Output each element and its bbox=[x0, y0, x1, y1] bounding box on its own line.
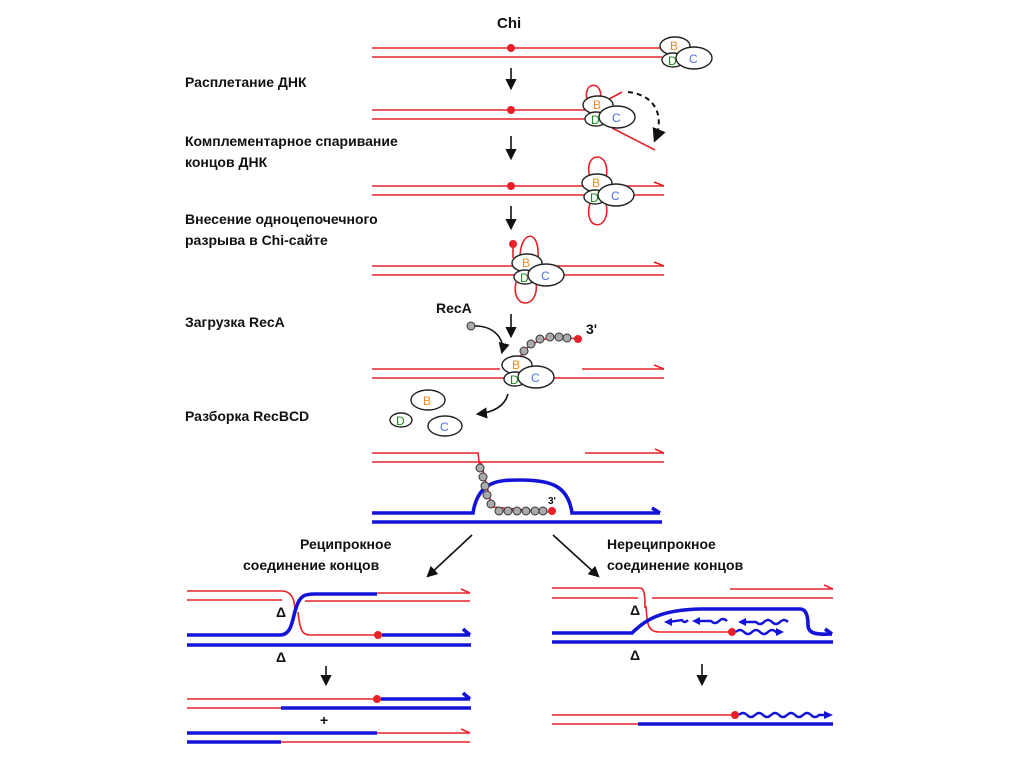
step-label-annealing-1: Комплементарное спаривание bbox=[185, 133, 398, 149]
step-2-dna: B D C bbox=[372, 156, 665, 226]
svg-text:C: C bbox=[611, 189, 620, 203]
svg-text:D: D bbox=[520, 271, 529, 285]
chi-site-dot bbox=[507, 44, 515, 52]
svg-text:C: C bbox=[689, 52, 698, 66]
step-label-unwinding: Расплетание ДНК bbox=[185, 74, 307, 90]
svg-text:D: D bbox=[590, 191, 599, 205]
svg-text:Δ: Δ bbox=[276, 649, 286, 665]
reca-label: RecA bbox=[436, 300, 472, 316]
svg-text:Δ: Δ bbox=[276, 604, 286, 620]
step-label-nicking-2: разрыва в Chi-сайте bbox=[185, 232, 328, 248]
svg-text:B: B bbox=[522, 256, 530, 270]
step-3-dna: B D C bbox=[372, 235, 665, 304]
svg-text:Δ: Δ bbox=[630, 602, 640, 618]
step-label-annealing-2: концов ДНК bbox=[185, 154, 268, 170]
svg-text:D: D bbox=[510, 373, 519, 387]
svg-text:C: C bbox=[612, 111, 621, 125]
svg-text:B: B bbox=[593, 98, 601, 112]
recbcd-enzyme: B D C bbox=[659, 36, 713, 70]
step-label-nicking-1: Внесение одноцепочечного bbox=[185, 211, 378, 227]
reca-monomer bbox=[466, 321, 476, 331]
svg-text:B: B bbox=[512, 358, 520, 372]
svg-text:D: D bbox=[396, 414, 405, 428]
strand-invasion: 3' bbox=[372, 448, 665, 524]
reciprocal-product-intermediate: Δ Δ bbox=[187, 588, 472, 665]
svg-text:D: D bbox=[668, 54, 677, 68]
nonreciprocal-product bbox=[552, 711, 833, 726]
svg-text:3': 3' bbox=[548, 496, 556, 507]
svg-text:C: C bbox=[440, 420, 449, 434]
reciprocal-label-1: Реципрокное bbox=[300, 536, 392, 552]
nonreciprocal-label-1: Нереципрокное bbox=[607, 536, 716, 552]
branch-arrow-reciprocal bbox=[426, 534, 473, 578]
svg-text:C: C bbox=[541, 269, 550, 283]
reciprocal-products: + bbox=[187, 691, 472, 744]
branch-arrow-nonreciprocal bbox=[552, 534, 600, 578]
nonreciprocal-label-2: соединение концов bbox=[607, 557, 744, 573]
dissociated-subunits: B D C bbox=[389, 389, 463, 437]
reca-filament bbox=[475, 463, 548, 516]
svg-text:B: B bbox=[592, 176, 600, 190]
reca-arrow bbox=[474, 325, 510, 355]
step-label-reca-loading: Загрузка RecA bbox=[185, 314, 285, 330]
step-1-dna: B D C bbox=[372, 84, 666, 151]
chi-label: Chi bbox=[497, 15, 521, 32]
step-4-dna: 3' B D C bbox=[372, 321, 665, 389]
svg-text:B: B bbox=[423, 394, 431, 408]
nonreciprocal-intermediate: Δ Δ bbox=[552, 584, 834, 663]
step-label-recbcd-disassembly: Разборка RecBCD bbox=[185, 408, 309, 424]
reca-filament bbox=[519, 332, 572, 356]
svg-text:D: D bbox=[591, 113, 600, 127]
svg-text:Δ: Δ bbox=[630, 647, 640, 663]
disassembly-arrow bbox=[475, 393, 509, 419]
svg-text:+: + bbox=[320, 712, 328, 728]
svg-text:3': 3' bbox=[586, 321, 597, 337]
svg-text:B: B bbox=[670, 39, 678, 53]
svg-text:C: C bbox=[531, 371, 540, 385]
step-0-dna: B D C bbox=[372, 36, 713, 70]
reciprocal-label-2: соединение концов bbox=[243, 557, 380, 573]
